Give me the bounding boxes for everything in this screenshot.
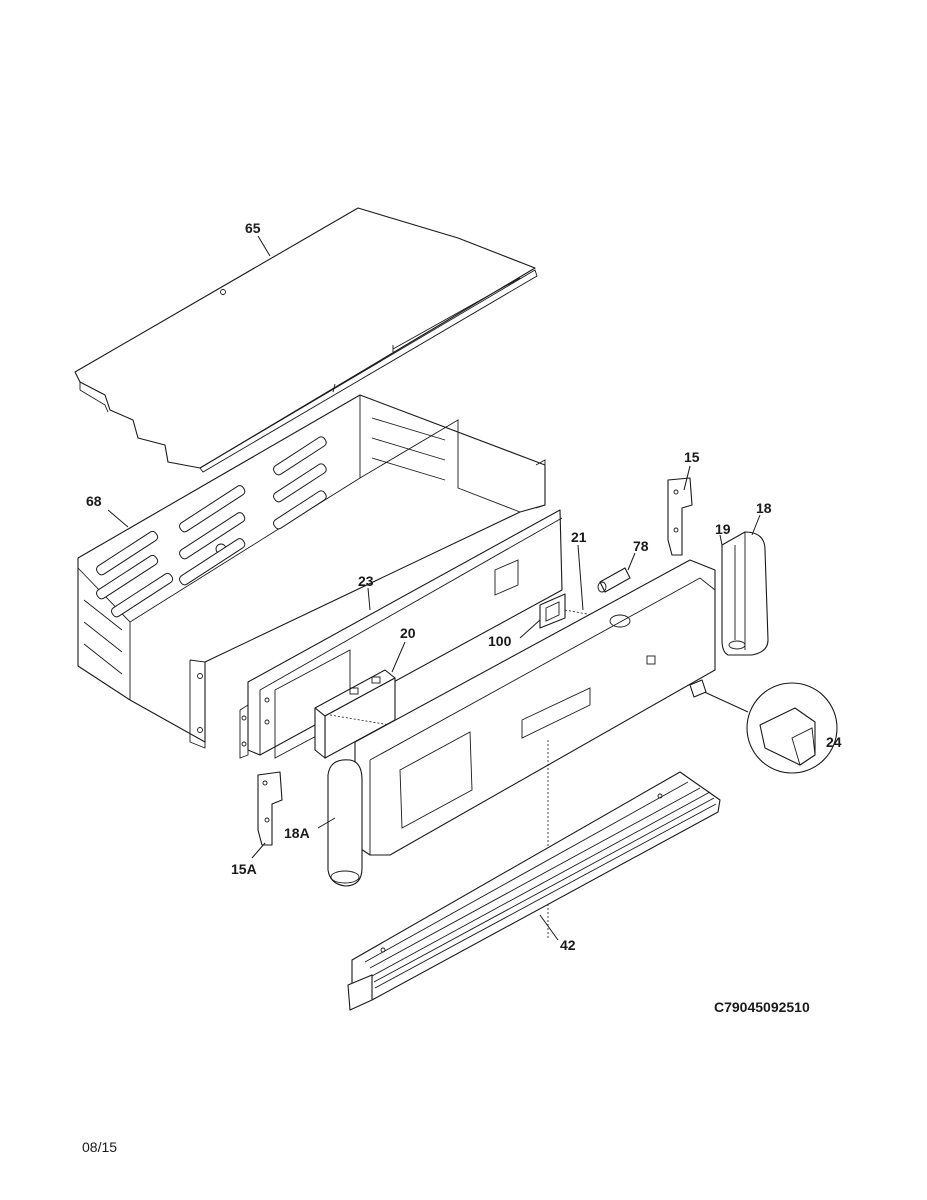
part-68-wrapper [77,394,546,749]
callout-42: 42 [560,937,576,953]
callout-18a: 18A [284,825,310,841]
callout-21: 21 [571,529,587,545]
leader-lines [107,235,761,941]
callout-65: 65 [245,220,261,236]
callout-15: 15 [684,449,700,465]
part-15a-bracket [257,771,283,846]
callout-100: 100 [488,633,512,649]
callout-24: 24 [826,734,842,750]
part-42-bottom-trim [347,771,721,1011]
part-18-end-cap [721,531,769,656]
part-24-switch-detail [689,679,838,774]
callout-19: 19 [715,521,731,537]
callout-78: 78 [633,538,649,554]
part-15-bracket [667,477,693,556]
part-20-control-board [314,669,396,759]
part-18a-end-cap [327,759,363,887]
part-23-back-panel [239,509,563,759]
callout-68: 68 [86,493,102,509]
callout-15a: 15A [231,861,257,877]
revision-date: 08/15 [82,1139,118,1155]
drawing-code: C79045092510 [714,999,810,1015]
callout-23: 23 [358,573,374,589]
callout-20: 20 [400,625,416,641]
part-65-top-cover [74,207,538,473]
part-100-overlay [539,593,621,629]
callout-18: 18 [756,500,772,516]
part-78-light [597,567,631,593]
